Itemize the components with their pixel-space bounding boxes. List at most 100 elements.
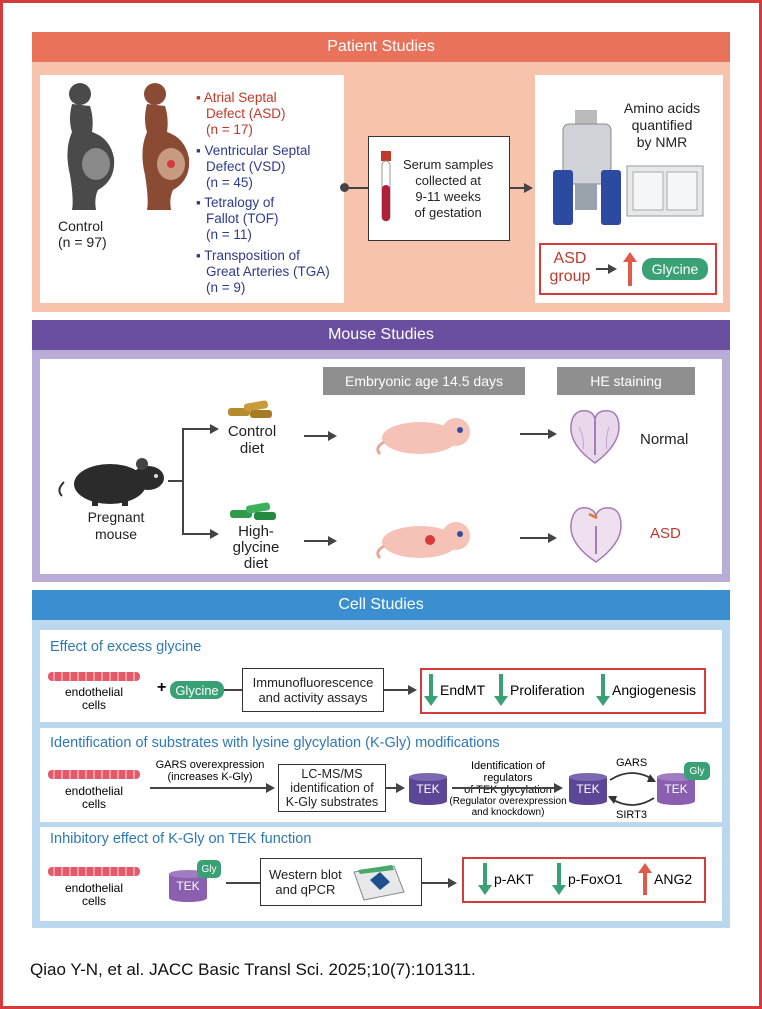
- pregnant-mouse-icon: [58, 458, 164, 506]
- asd-to-glycine-line: [596, 268, 610, 270]
- lcms-box: LC-MS/MS identification of K-Gly substra…: [278, 764, 386, 812]
- panel3-results-box: [462, 857, 706, 903]
- panel2-cells-line2: cells: [81, 797, 106, 811]
- regulator-note-label: (Regulator overexpression and knockdown): [446, 796, 570, 818]
- control-n: (n = 97): [58, 234, 107, 250]
- panel3-title: Inhibitory effect of K-Gly on TEK functi…: [50, 831, 312, 847]
- defect-asd-line2: Defect (ASD): [206, 106, 286, 121]
- panel1-cells-line2: cells: [81, 698, 106, 712]
- sirt3-label: SIRT3: [616, 809, 647, 821]
- high-diet-line1: High-: [238, 523, 274, 540]
- panel3-tek-label: TEK: [176, 879, 200, 893]
- panel1-glycine-pill: Glycine: [170, 681, 224, 699]
- panel3-gly-badge: Gly: [197, 860, 221, 878]
- assay-line2: and activity assays: [258, 690, 368, 705]
- branch-bottom-arrowhead: [210, 529, 219, 539]
- patient-connector-dot: [340, 183, 349, 192]
- panel1-glycine-text: Glycine: [175, 682, 219, 698]
- control-embryo-icon: [376, 418, 470, 456]
- asd-group-label: ASD group: [546, 250, 594, 286]
- lcms-line3: K-Gly substrates: [285, 795, 379, 809]
- wb-line1: Western blot: [269, 867, 342, 882]
- nmr-line2: quantified: [631, 117, 693, 133]
- gars-label: GARS: [616, 757, 648, 769]
- high-glycine-diet-pellets-icon: [230, 502, 276, 520]
- tek-cylinder-1-icon: [409, 773, 447, 805]
- he-staining-badge: HE staining: [557, 367, 695, 395]
- up-arrow-icon: [623, 252, 637, 286]
- serum-line4: of gestation: [414, 204, 482, 220]
- control-pregnant-silhouette-icon: [67, 83, 115, 210]
- panel2-gars-line: [150, 787, 268, 789]
- mouse-studies-title: Mouse Studies: [328, 326, 434, 343]
- defect-tof-line2: Fallot (TOF): [206, 211, 279, 226]
- lcms-line1: LC-MS/MS: [301, 767, 363, 781]
- identification-regulators-label: Identification of regulators of TEK glyc…: [448, 760, 568, 796]
- high-diet-line3: diet: [243, 555, 269, 572]
- nmr-label: Amino acids quantified by NMR: [612, 100, 712, 151]
- serum-samples-box: Serum samples collected at 9-11 weeks of…: [368, 136, 510, 241]
- cell-studies-title: Cell Studies: [338, 596, 424, 613]
- nmr-spectrometer-icon: [553, 110, 704, 225]
- normal-text: Normal: [640, 431, 689, 448]
- asd-heart-section-icon: [570, 507, 622, 563]
- panel3-gly-text: Gly: [201, 863, 217, 875]
- panel2-ident-arrowhead: [554, 783, 563, 793]
- defect-tga: ▪ Transposition of Great Arteries (TGA) …: [196, 248, 330, 295]
- control-diet-label: Control diet: [222, 423, 282, 457]
- high-glycine-diet-label: High- glycine diet: [222, 524, 290, 572]
- citation: Qiao Y-N, et al. JACC Basic Transl Sci. …: [30, 960, 476, 979]
- serum-text: Serum samples collected at 9-11 weeks of…: [403, 157, 493, 221]
- mouse-asd-text: ASD: [650, 525, 681, 542]
- angiogenesis-label: Angiogenesis: [612, 682, 697, 698]
- panel1-cells-label: endothelial cells: [58, 686, 130, 712]
- panel3-cells-label: endothelial cells: [58, 882, 130, 908]
- tek-3-label: TEK: [664, 782, 688, 796]
- gars-over-line2: (increases K-Gly): [167, 771, 253, 783]
- plus-text: +: [157, 679, 167, 696]
- panel2-lcms-arrowhead: [396, 783, 405, 793]
- control-label-text: Control: [58, 218, 104, 234]
- panel1-cells-line1: endothelial: [64, 685, 124, 699]
- control-label: Control (n = 97): [58, 218, 107, 250]
- panel2-cells-label: endothelial cells: [58, 785, 130, 811]
- proliferation-label: Proliferation: [510, 682, 585, 698]
- serum-line3: 9-11 weeks: [415, 188, 481, 204]
- serum-line1: Serum samples: [403, 156, 494, 172]
- panel2-gars-arrowhead: [266, 783, 275, 793]
- panel1-assay-line: [384, 689, 410, 691]
- serum-line2: collected at: [415, 172, 482, 188]
- panel2-ident-line: [452, 787, 556, 789]
- assay-line1: Immunofluorescence: [252, 675, 374, 690]
- panel2-cells-line1: endothelial: [64, 784, 124, 798]
- defect-tof-line1: Tetralogy of: [204, 195, 275, 210]
- ident-line1: Identification of regulators: [471, 760, 545, 784]
- nmr-line3: by NMR: [636, 134, 688, 150]
- defect-tof-n: (n = 11): [206, 227, 252, 242]
- immunofluorescence-box: Immunofluorescence and activity assays: [242, 668, 384, 712]
- panel2-gly-text: Gly: [689, 765, 705, 777]
- panel3-tek-gly-cylinder-icon: [169, 870, 207, 902]
- embryonic-age-badge: Embryonic age 14.5 days: [323, 367, 525, 395]
- mouse-studies-header: Mouse Studies: [32, 320, 730, 350]
- defect-vsd-n: (n = 45): [206, 175, 253, 190]
- panel1-assay-arrowhead: [408, 685, 417, 695]
- panel3-wb-line: [422, 882, 450, 884]
- normal-label: Normal: [640, 431, 688, 448]
- high-to-embryo-line: [304, 540, 330, 542]
- mouse-asd-label: ASD: [650, 525, 681, 542]
- glycine-pill: Glycine: [642, 258, 708, 280]
- branch-top-arrowhead: [210, 424, 219, 434]
- pfoxo1-down-arrow-icon: [552, 863, 566, 895]
- gars-overexpression-label: GARS overexpression (increases K-Gly): [150, 759, 270, 783]
- endmt-down-arrow-icon: [424, 674, 438, 706]
- defect-vsd-line1: Ventricular Septal: [204, 143, 311, 158]
- high-to-embryo-arrowhead: [328, 536, 337, 546]
- gars-sirt3-cycle-arrows-icon: [608, 772, 656, 806]
- asd-group-line2: group: [549, 268, 591, 285]
- asd-pregnant-silhouette-icon: [142, 83, 190, 210]
- panel1-glycine-line: [224, 689, 242, 691]
- embryonic-age-text: Embryonic age 14.5 days: [345, 373, 503, 389]
- defect-asd-line1: Atrial Septal: [203, 90, 277, 105]
